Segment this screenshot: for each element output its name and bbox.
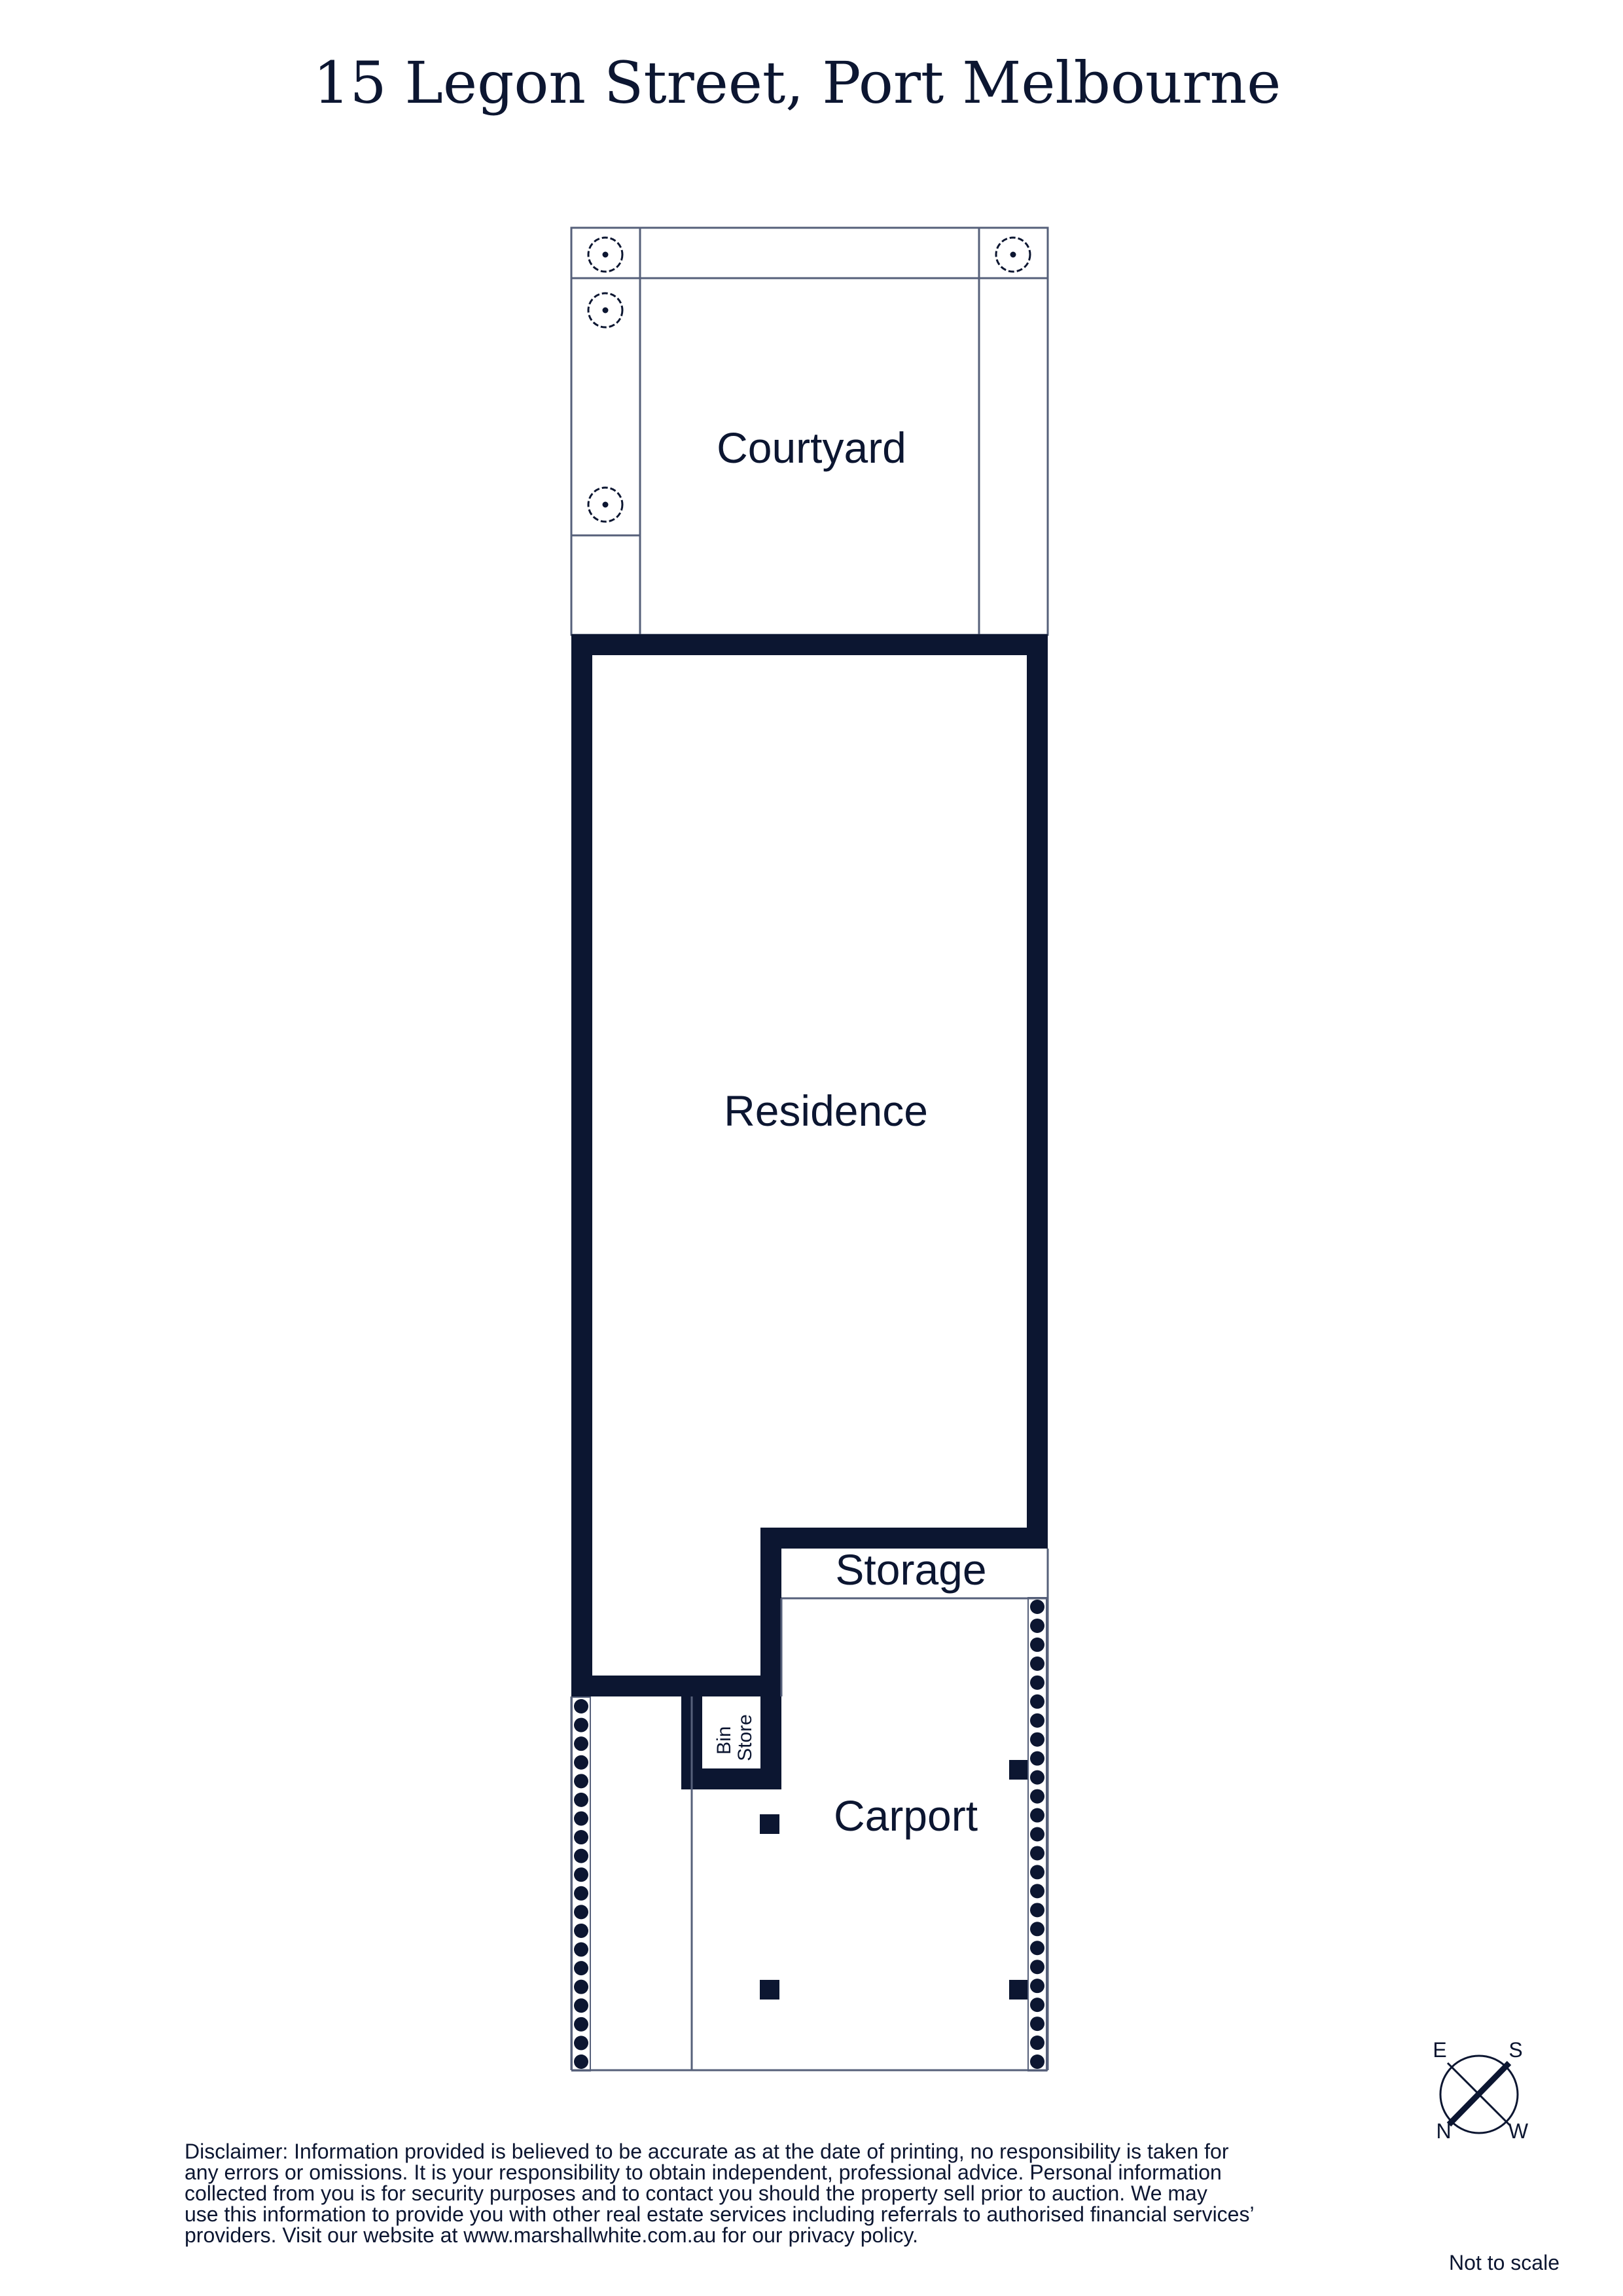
hedge-shrub-icon bbox=[1030, 1637, 1044, 1652]
hedge-shrub-icon bbox=[574, 1699, 588, 1713]
hedge-shrub-icon bbox=[1030, 1846, 1044, 1861]
residence-walls bbox=[571, 634, 1048, 1696]
hedge-shrub-icon bbox=[1030, 2054, 1044, 2069]
compass-north-label: N bbox=[1436, 2119, 1451, 2143]
carport-posts bbox=[760, 1760, 1029, 2000]
hedge-outline bbox=[1027, 1597, 1047, 2072]
shrub-icon bbox=[995, 236, 1031, 273]
post bbox=[1009, 1760, 1029, 1780]
storage-area bbox=[781, 1549, 1049, 1600]
hedge-shrub-icon bbox=[1030, 1732, 1044, 1747]
hedge-shrub-icon bbox=[574, 1811, 588, 1826]
bin-store-label-line2: Store bbox=[734, 1714, 756, 1761]
hedge-shrub-icon bbox=[574, 1886, 588, 1901]
hedge-shrub-icon bbox=[1030, 1884, 1044, 1899]
post bbox=[760, 1814, 779, 1834]
disclaimer-line: collected from you is for security purpo… bbox=[185, 2181, 1207, 2205]
room-label-carport: Carport bbox=[834, 1791, 978, 1840]
hedge-shrub-icon bbox=[1030, 1713, 1044, 1728]
disclaimer-line: use this information to provide you with… bbox=[185, 2202, 1253, 2226]
shrub-icon bbox=[587, 236, 624, 273]
hedge-shrub-icon bbox=[574, 1774, 588, 1789]
hedge-shrub-icon bbox=[574, 1792, 588, 1807]
hedge-left bbox=[571, 1696, 591, 2072]
shrub-icon bbox=[587, 292, 624, 329]
hedge-shrub-icon bbox=[574, 1736, 588, 1751]
hedge-shrub-icon bbox=[574, 1717, 588, 1732]
hedge-shrub-icon bbox=[574, 1998, 588, 2013]
compass-ring-icon bbox=[1439, 2054, 1519, 2134]
hedge-shrub-icon bbox=[1030, 1618, 1044, 1633]
hedge-shrub-icon bbox=[1030, 1960, 1044, 1975]
hedge-shrub-icon bbox=[1030, 2036, 1044, 2051]
hedge-shrub-icon bbox=[1030, 1751, 1044, 1766]
hedge-shrub-icon bbox=[574, 2017, 588, 2032]
hedge-shrub-icon bbox=[574, 1905, 588, 1920]
hedge-right bbox=[1027, 1597, 1047, 2072]
room-label-storage: Storage bbox=[835, 1545, 986, 1594]
post bbox=[760, 1980, 779, 2000]
hedge-shrub-icon bbox=[574, 1830, 588, 1845]
hedge-shrub-icon bbox=[574, 2036, 588, 2051]
hedge-shrub-icon bbox=[1030, 1770, 1044, 1785]
hedge-shrub-icon bbox=[574, 1961, 588, 1976]
hedge-shrub-icon bbox=[574, 1848, 588, 1863]
hedge-shrub-icon bbox=[1030, 1827, 1044, 1842]
hedge-shrub-icon bbox=[1030, 1656, 1044, 1671]
hedge-shrub-icon bbox=[1030, 1998, 1044, 2013]
compass-south-label: S bbox=[1508, 2038, 1522, 2062]
hedge-shrub-icon bbox=[1030, 1808, 1044, 1823]
compass-east-label: E bbox=[1433, 2038, 1446, 2062]
room-label-courtyard: Courtyard bbox=[717, 423, 906, 472]
hedge-outline bbox=[571, 1696, 591, 2072]
room-label-bin-store: Bin Store bbox=[713, 1714, 756, 1761]
hedge-shrub-icon bbox=[574, 1979, 588, 1994]
hedge-shrub-icon bbox=[574, 1942, 588, 1957]
hedge-shrub-icon bbox=[1030, 1979, 1044, 1994]
hedge-shrub-icon bbox=[1030, 1694, 1044, 1709]
compass-west-label: W bbox=[1508, 2119, 1529, 2143]
disclaimer-line: providers. Visit our website at www.mars… bbox=[185, 2223, 918, 2247]
hedge-shrub-icon bbox=[1030, 1903, 1044, 1918]
courtyard-shrubs bbox=[587, 236, 1031, 523]
hedge-shrub-icon bbox=[1030, 2017, 1044, 2032]
shrub-icon bbox=[587, 486, 624, 523]
hedge-shrub-icon bbox=[574, 1867, 588, 1882]
disclaimer: Disclaimer: Information provided is beli… bbox=[185, 2140, 1259, 2247]
hedge-shrub-icon bbox=[574, 2054, 588, 2069]
compass: E S N W bbox=[1433, 2038, 1529, 2143]
page-title: 15 Legon Street, Port Melbourne bbox=[313, 49, 1281, 117]
hedge-shrub-icon bbox=[1030, 1865, 1044, 1880]
hedge-shrub-icon bbox=[1030, 1941, 1044, 1956]
disclaimer-line: Disclaimer: Information provided is beli… bbox=[185, 2140, 1229, 2163]
hedge-shrub-icon bbox=[1030, 1922, 1044, 1937]
scale-note: Not to scale bbox=[1449, 2251, 1560, 2274]
hedge-shrub-icon bbox=[1030, 1675, 1044, 1690]
hedge-shrub-icon bbox=[574, 1755, 588, 1770]
disclaimer-line: any errors or omissions. It is your resp… bbox=[185, 2161, 1222, 2184]
room-label-residence: Residence bbox=[724, 1086, 928, 1135]
hedge-shrub-icon bbox=[1030, 1600, 1044, 1614]
compass-needle-icon bbox=[1446, 2060, 1512, 2127]
hedge-shrub-icon bbox=[1030, 1789, 1044, 1804]
post bbox=[1009, 1980, 1029, 2000]
hedge-shrub-icon bbox=[574, 1923, 588, 1938]
bin-store-label-line1: Bin bbox=[713, 1726, 735, 1754]
